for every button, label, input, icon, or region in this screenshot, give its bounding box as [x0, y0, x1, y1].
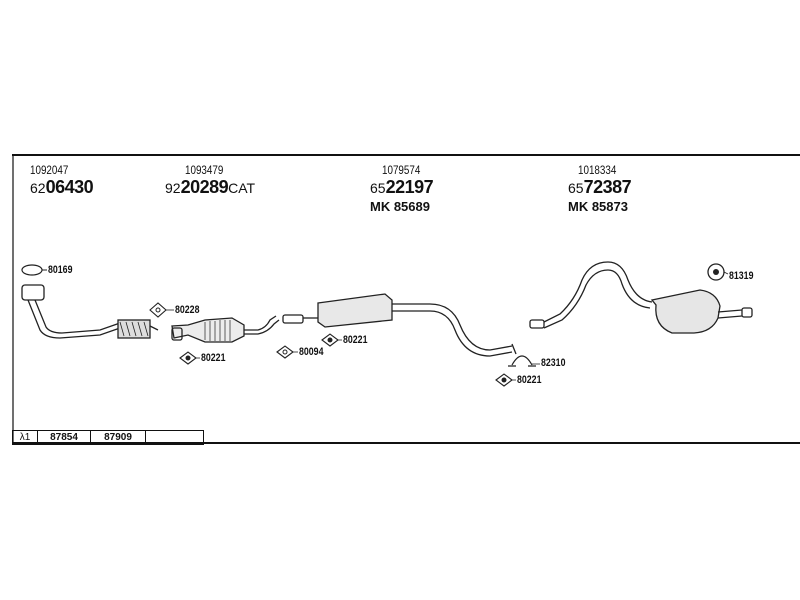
ref-cell-1: 87854 — [38, 431, 91, 444]
ref-number: 1092047 — [30, 163, 69, 177]
part-main: 20289 — [180, 177, 229, 197]
front-pipe — [21, 284, 159, 339]
gasket-80221-a — [179, 351, 197, 365]
part-col-3: 1079574 6522197 MK 85689 — [370, 163, 434, 214]
callout-80221-c: 80221 — [517, 374, 542, 386]
callout-80221-b: 80221 — [343, 334, 368, 346]
ref-cell-3 — [146, 431, 203, 444]
part-prefix: 65 — [568, 180, 584, 196]
gasket-80228 — [149, 302, 167, 318]
callout-80221-a: 80221 — [201, 352, 226, 364]
hanger-81319 — [707, 263, 725, 281]
rear-silencer — [529, 261, 753, 334]
gasket-80221-b — [321, 333, 339, 347]
part-main: 22197 — [385, 177, 434, 197]
ref-number: 1018334 — [578, 163, 617, 177]
callout-80169: 80169 — [48, 264, 73, 276]
ref-number: 1079574 — [382, 163, 421, 177]
catalytic-converter — [171, 315, 280, 343]
ref-cell-2: 87909 — [91, 431, 146, 444]
part-prefix: 62 — [30, 180, 46, 196]
gasket-80221-c — [495, 373, 513, 387]
reference-table: λ1 87854 87909 — [12, 430, 204, 445]
gasket-80169 — [21, 264, 47, 276]
lambda-cell: λ1 — [13, 431, 38, 444]
callout-81319: 81319 — [729, 270, 754, 282]
part-col-1: 1092047 6206430 — [30, 163, 94, 198]
part-col-2: 1093479 9220289CAT — [165, 163, 255, 198]
mk-number: MK 85873 — [568, 199, 628, 214]
part-prefix: 92 — [165, 180, 181, 196]
callout-80094: 80094 — [299, 346, 324, 358]
gasket-80094 — [276, 345, 294, 359]
callout-82310: 82310 — [541, 357, 566, 369]
middle-silencer — [282, 293, 517, 357]
part-main: 06430 — [45, 177, 94, 197]
mk-number: MK 85689 — [370, 199, 430, 214]
part-main: 72387 — [583, 177, 632, 197]
leader-lines — [166, 271, 729, 381]
callout-80228: 80228 — [175, 304, 200, 316]
clamp-82310 — [508, 355, 536, 367]
part-prefix: 65 — [370, 180, 386, 196]
ref-number: 1093479 — [185, 163, 224, 177]
part-suffix: CAT — [228, 180, 256, 196]
part-col-4: 1018334 6572387 MK 85873 — [568, 163, 632, 214]
